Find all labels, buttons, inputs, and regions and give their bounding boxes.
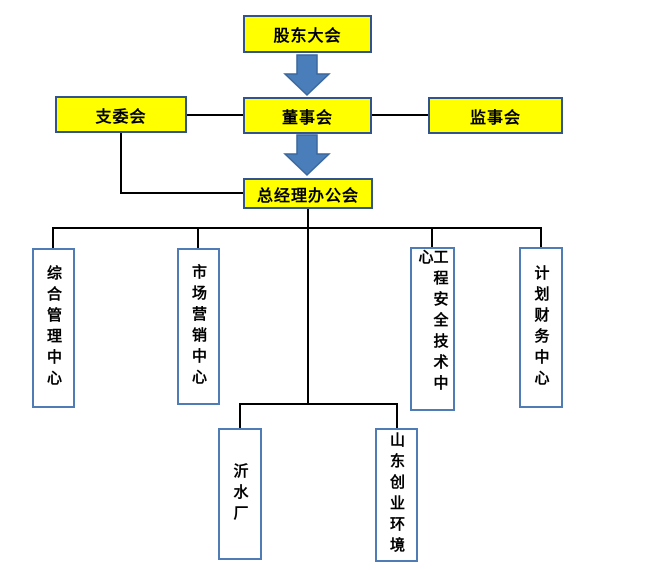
connector-drop-planning-finance [540,227,542,247]
connector-drop-shandong [396,403,398,428]
connector-main-rail [52,227,542,229]
node-label: 支委会 [95,106,147,126]
node-board-of-directors: 董事会 [243,97,372,134]
dept-label: 计划财务中心 [532,264,551,391]
connector-drop-engineering [431,227,433,247]
node-label: 总经理办公会 [256,185,359,205]
connector-board-to-supervisory [372,114,428,116]
dept-marketing-center: 市场营销中心 [177,248,220,405]
down-arrow-icon [283,134,331,177]
connector-branch-to-gm-office [120,192,243,194]
down-arrow-icon [283,54,331,97]
connector-center-down [307,227,309,405]
dept-yishui-plant: 沂水厂 [218,428,262,560]
dept-planning-finance-center: 计划财务中心 [519,247,563,408]
dept-label: 市场营销中心 [190,263,208,390]
connector-drop-marketing [197,227,199,248]
node-supervisory-board: 监事会 [428,97,563,134]
dept-label: 综合管理中心 [45,265,63,391]
connector-drop-yishui [239,403,241,428]
connector-drop-general-mgmt [52,227,54,248]
connector-branch-to-board [187,114,243,116]
connector-gm-office-down [307,209,309,229]
connector-branch-down [120,133,122,194]
node-label: 股东大会 [273,26,342,45]
node-branch-committee: 支委会 [55,96,187,133]
dept-general-mgmt-center: 综合管理中心 [32,248,75,408]
node-label: 董事会 [281,107,333,127]
dept-label: 山东创业环境 [388,432,406,558]
dept-shandong-chuangye-env: 山东创业环境 [375,428,418,562]
dept-label: 沂水厂 [231,462,250,526]
node-shareholders-meeting: 股东大会 [243,15,372,53]
node-label: 监事会 [469,107,521,127]
dept-label: 工程安全技术中心 [416,249,450,396]
connector-lower-rail [239,403,398,405]
node-gm-office-meeting: 总经理办公会 [243,178,373,209]
dept-engineering-safety-center: 工程安全技术中心 [410,247,455,411]
